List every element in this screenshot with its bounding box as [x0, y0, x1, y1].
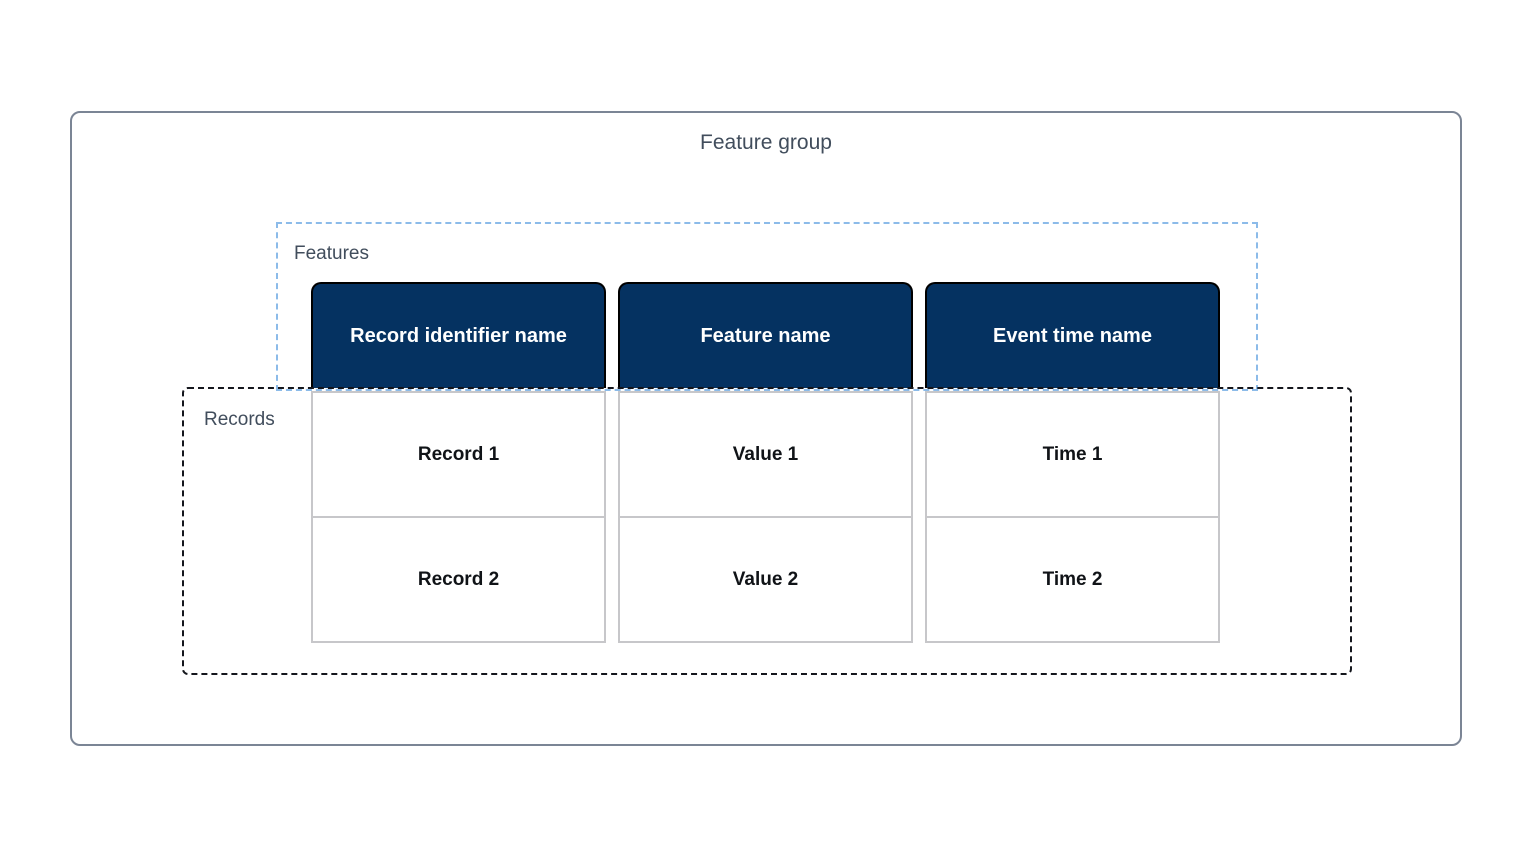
column-record-identifier: Record 1 Record 2: [311, 391, 606, 643]
column-event-time: Time 1 Time 2: [925, 391, 1220, 643]
features-group-box: [276, 222, 1258, 391]
cell-value-1: Value 1: [620, 393, 911, 518]
column-header-feature-name: Feature name: [618, 282, 913, 388]
column-header-record-identifier: Record identifier name: [311, 282, 606, 388]
records-label: Records: [204, 409, 275, 430]
cell-value-2: Value 2: [620, 518, 911, 641]
records-group-box: [182, 387, 1352, 675]
feature-group-title: Feature group: [700, 131, 832, 154]
column-feature-name: Value 1 Value 2: [618, 391, 913, 643]
cell-time-1: Time 1: [927, 393, 1218, 518]
column-header-event-time: Event time name: [925, 282, 1220, 388]
cell-time-2: Time 2: [927, 518, 1218, 641]
feature-group-container: [70, 111, 1462, 746]
features-label: Features: [294, 243, 369, 264]
cell-record-2: Record 2: [313, 518, 604, 641]
cell-record-1: Record 1: [313, 393, 604, 518]
